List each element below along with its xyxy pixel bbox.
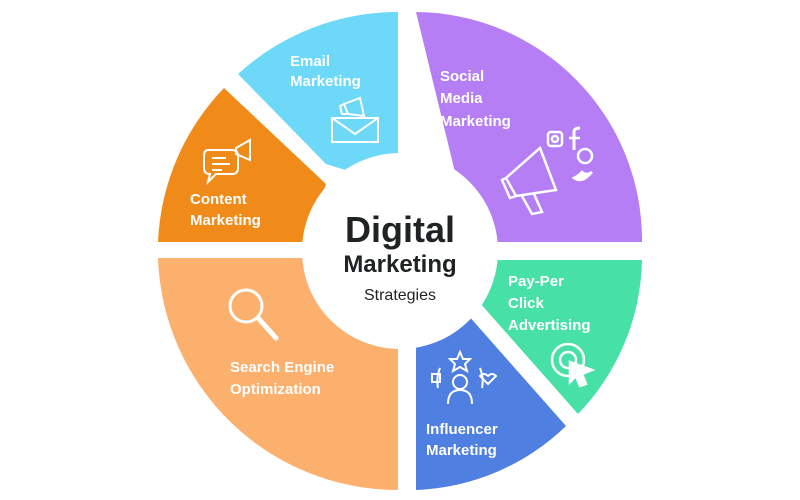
social-label-line2: Media — [440, 90, 483, 107]
center-circle — [302, 153, 498, 349]
center-title-line2: Marketing — [343, 251, 456, 278]
megaphone-social-icon — [500, 126, 594, 216]
target-cursor-icon — [550, 342, 596, 388]
chat-megaphone-icon — [203, 138, 251, 186]
email-label: Email Marketing — [290, 53, 361, 90]
center-subtitle: Strategies — [364, 287, 436, 304]
center-title-line1: Digital — [345, 209, 455, 250]
magnifier-icon — [228, 288, 279, 341]
influencer-label-line1: Influencer — [426, 421, 498, 438]
email-label-line1: Email — [290, 53, 330, 70]
ppc-label-line3: Advertising — [508, 317, 591, 334]
segment-ppc — [472, 260, 642, 414]
social-label-line1: Social — [440, 68, 484, 85]
seo-label-line2: Optimization — [230, 381, 321, 398]
content-label: Content Marketing — [190, 191, 261, 229]
seo-label-line1: Search Engine — [230, 359, 334, 376]
segment-content — [158, 88, 326, 242]
seo-label: Search Engine Optimization — [230, 359, 334, 398]
social-label-line3: Marketing — [440, 113, 511, 130]
social-label: Social Media Marketing — [440, 68, 511, 130]
segment-influencer — [416, 306, 566, 490]
ppc-label-line2: Click — [508, 295, 545, 312]
influencer-label: Influencer Marketing — [426, 421, 498, 459]
influencer-person-icon — [431, 349, 498, 405]
ppc-label-line1: Pay-Per — [508, 273, 564, 290]
envelope-megaphone-icon — [331, 96, 379, 143]
segment-social — [416, 12, 643, 242]
content-label-line1: Content — [190, 191, 247, 208]
influencer-label-line2: Marketing — [426, 442, 497, 459]
ppc-label: Pay-Per Click Advertising — [508, 273, 591, 334]
email-label-line2: Marketing — [290, 73, 361, 90]
content-label-line2: Marketing — [190, 212, 261, 229]
